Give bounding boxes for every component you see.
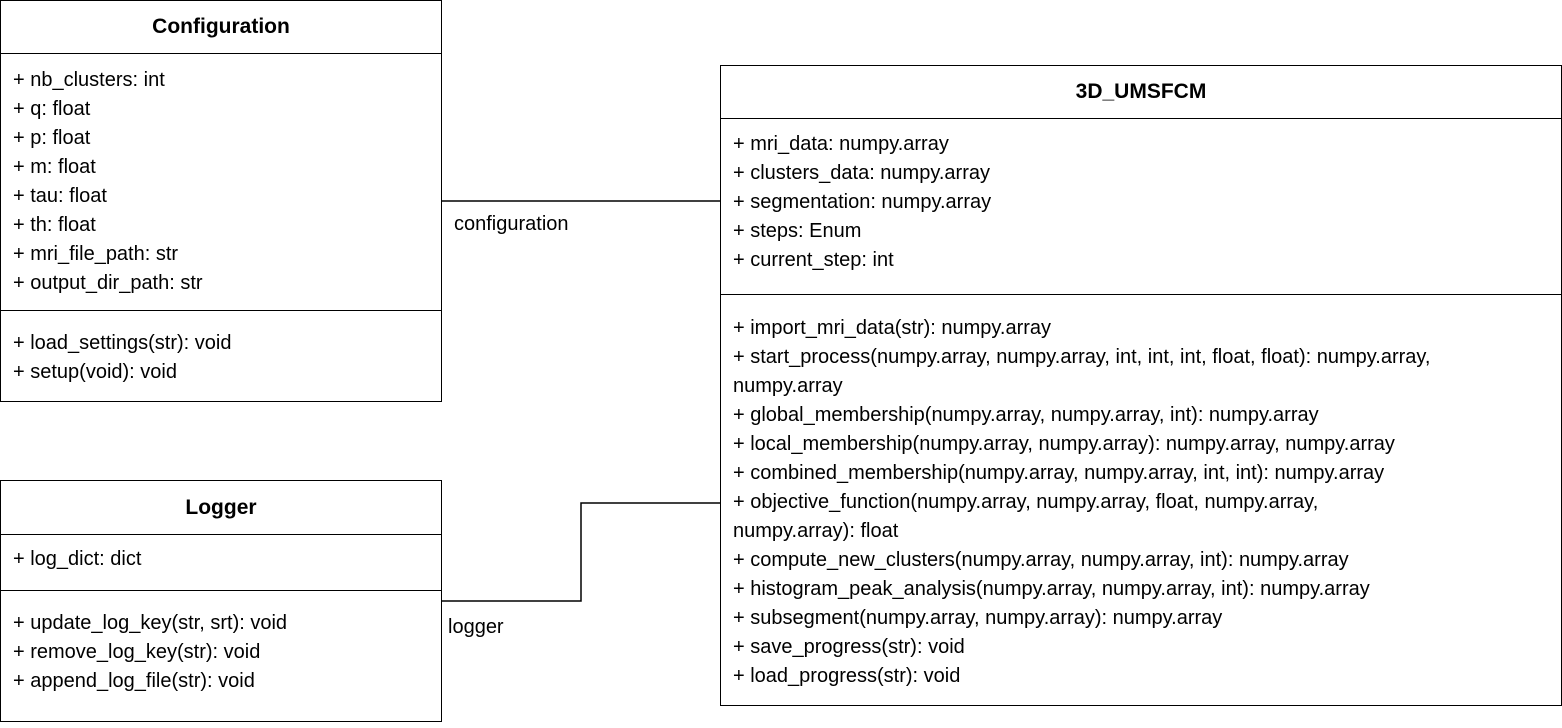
method-update-log-key: + update_log_key(str, srt): void <box>13 612 288 634</box>
attribute-q: + q: float <box>13 98 91 120</box>
class-3d-umsfcm[interactable]: 3D_UMSFCM + mri_data: numpy.array + clus… <box>720 65 1562 706</box>
attribute-p: + p: float <box>13 127 91 149</box>
class-name-3d-umsfcm: 3D_UMSFCM <box>721 66 1561 119</box>
class-name-logger: Logger <box>1 481 441 535</box>
method-start-process: + start_process(numpy.array, numpy.array… <box>733 346 1431 397</box>
attribute-steps: + steps: Enum <box>733 220 862 242</box>
methods-section-logger: + update_log_key(str, srt): void + remov… <box>1 591 441 696</box>
attributes-section-3d-umsfcm: + mri_data: numpy.array + clusters_data:… <box>721 119 1561 295</box>
method-import-mri-data: + import_mri_data(str): numpy.array <box>733 317 1052 339</box>
attribute-mri-data: + mri_data: numpy.array <box>733 133 949 155</box>
class-logger[interactable]: Logger + log_dict: dict + update_log_key… <box>0 480 442 722</box>
attribute-mri-file-path: + mri_file_path: str <box>13 243 179 265</box>
method-remove-log-key: + remove_log_key(str): void <box>13 641 261 663</box>
attributes-section-configuration: + nb_clusters: int + q: float + p: float… <box>1 54 441 311</box>
association-label-logger: logger <box>448 616 504 638</box>
method-global-membership: + global_membership(numpy.array, numpy.a… <box>733 404 1319 426</box>
method-combined-membership: + combined_membership(numpy.array, numpy… <box>733 462 1385 484</box>
method-local-membership: + local_membership(numpy.array, numpy.ar… <box>733 433 1395 455</box>
attribute-current-step: + current_step: int <box>733 249 894 271</box>
method-load-progress: + load_progress(str): void <box>733 665 961 687</box>
method-compute-new-clusters: + compute_new_clusters(numpy.array, nump… <box>733 549 1349 571</box>
method-append-log-file: + append_log_file(str): void <box>13 670 255 692</box>
attribute-segmentation: + segmentation: numpy.array <box>733 191 992 213</box>
method-load-settings: + load_settings(str): void <box>13 332 232 354</box>
attributes-section-logger: + log_dict: dict <box>1 535 441 591</box>
method-setup: + setup(void): void <box>13 361 177 383</box>
attribute-clusters-data: + clusters_data: numpy.array <box>733 162 990 184</box>
attribute-th: + th: float <box>13 214 96 236</box>
method-objective-function: + objective_function(numpy.array, numpy.… <box>733 491 1319 542</box>
association-line-logger <box>442 502 720 602</box>
class-configuration[interactable]: Configuration + nb_clusters: int + q: fl… <box>0 0 442 402</box>
attribute-tau: + tau: float <box>13 185 107 207</box>
methods-section-3d-umsfcm: + import_mri_data(str): numpy.array + st… <box>721 295 1561 691</box>
class-name-configuration: Configuration <box>1 1 441 54</box>
method-save-progress: + save_progress(str): void <box>733 636 965 658</box>
attribute-m: + m: float <box>13 156 96 178</box>
attribute-log-dict: + log_dict: dict <box>13 548 142 570</box>
method-histogram-peak-analysis: + histogram_peak_analysis(numpy.array, n… <box>733 578 1370 600</box>
association-label-configuration: configuration <box>454 213 569 235</box>
attribute-nb-clusters: + nb_clusters: int <box>13 69 165 91</box>
attribute-output-dir-path: + output_dir_path: str <box>13 272 203 294</box>
method-subsegment: + subsegment(numpy.array, numpy.array): … <box>733 607 1223 629</box>
methods-section-configuration: + load_settings(str): void + setup(void)… <box>1 311 441 387</box>
